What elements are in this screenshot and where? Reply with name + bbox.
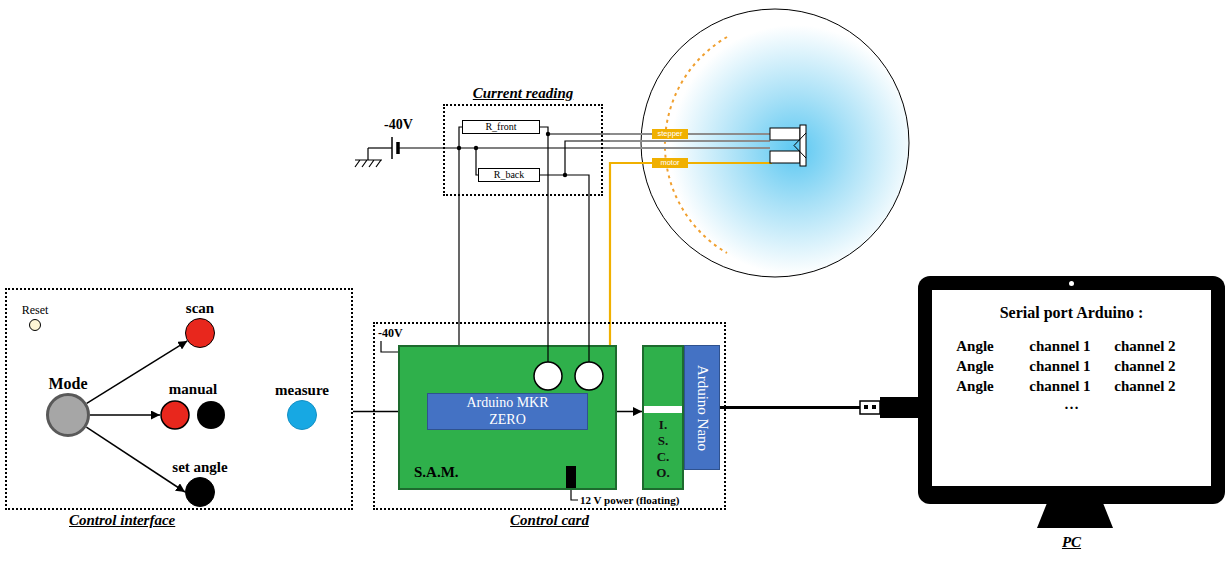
button-label: Reset <box>22 304 49 317</box>
motor-wire <box>688 162 772 164</box>
camera-dot <box>1069 281 1074 286</box>
board-label: S.A.M. <box>414 464 459 481</box>
tag-label: stepper <box>657 130 682 138</box>
connector-strip <box>644 406 682 413</box>
button-label: set angle <box>172 459 227 476</box>
table-cell: channel 1 <box>1018 358 1102 375</box>
table-cell: channel 1 <box>1018 338 1102 355</box>
table-cell: Angle <box>933 358 1017 375</box>
table-cell: channel 1 <box>1018 378 1102 395</box>
resistor-box: R_front <box>462 120 540 134</box>
current-reading-box: Current readingR_frontR_back <box>443 104 603 196</box>
board-label: I. S. C. O. <box>655 417 671 481</box>
battery-symbol <box>368 137 398 159</box>
tag-label: motor <box>660 159 679 167</box>
control-interface-box: Control interfaceResetModescanmanualmeas… <box>5 288 353 510</box>
group-heading: Control interface <box>69 512 175 529</box>
button-label: manual <box>169 381 217 398</box>
connector <box>540 127 548 345</box>
mcu-box: Arduino MKR ZERO <box>427 393 588 430</box>
resistor-label: R_front <box>485 122 516 132</box>
control-card-box: Control cardS.A.M.Arduino MKR ZEROI. S. … <box>373 322 726 510</box>
connector <box>540 175 589 345</box>
vacuum-chamber <box>641 9 909 277</box>
isco-board: I. S. C. O. <box>642 345 684 490</box>
button-pair <box>160 400 226 430</box>
group-heading: Current reading <box>473 85 573 102</box>
nano-box: Arduino Nano <box>684 345 720 470</box>
plug-metal <box>860 401 880 414</box>
plug-pin <box>872 405 876 409</box>
connector-lead <box>548 345 589 362</box>
resistor-box: R_back <box>478 168 540 182</box>
group-heading: Control card <box>510 512 589 529</box>
power-jack <box>566 466 576 488</box>
module-label: Arduino MKR ZERO <box>458 395 558 427</box>
table-cell: Angle <box>933 378 1017 395</box>
scan-arc <box>665 37 727 253</box>
scan-button: scan <box>185 318 215 348</box>
table-cell: channel 2 <box>1103 358 1187 375</box>
power-lead <box>571 490 578 500</box>
monitor-stand <box>1037 503 1113 528</box>
voltage-label: -40V <box>378 327 403 340</box>
black-button <box>197 401 225 429</box>
table-cell: channel 2 <box>1103 378 1187 395</box>
screen: Serial port Arduino :Anglechannel 1chann… <box>932 290 1211 486</box>
group-heading: PC <box>1062 534 1081 551</box>
voltage-label: -40V <box>384 117 413 132</box>
manual-buttons: manual <box>160 400 226 430</box>
probe-device <box>770 125 806 166</box>
pc-monitor: Serial port Arduino :Anglechannel 1chann… <box>918 276 1225 504</box>
set-angle-button: set angle <box>185 477 215 507</box>
screen-title: Serial port Arduino : <box>932 304 1211 322</box>
button-label: measure <box>275 382 329 399</box>
mode-selector: Mode <box>46 393 90 437</box>
plug-body <box>880 397 918 418</box>
connector <box>90 414 160 416</box>
plug-pin <box>864 405 868 409</box>
supply-lead <box>381 341 398 352</box>
red-button <box>161 401 189 429</box>
table-cell: … <box>932 396 1211 413</box>
motor-tag: motor <box>652 158 688 168</box>
stepper-tag: stepper <box>652 129 688 139</box>
table-cell: channel 2 <box>1103 338 1187 355</box>
sam-board: S.A.M. Arduino MKR ZERO <box>398 345 617 490</box>
button-label: Mode <box>48 375 87 393</box>
button-label: scan <box>186 300 214 317</box>
resistor-label: R_back <box>494 170 525 180</box>
module-label: Arduino Nano <box>695 364 710 450</box>
table-cell: Angle <box>933 338 1017 355</box>
wires <box>398 127 610 196</box>
connector <box>86 427 185 492</box>
chamber-wires <box>610 134 770 148</box>
measure-button: measure <box>287 400 317 430</box>
bnc-connector <box>534 362 562 390</box>
bnc-connector <box>575 362 603 390</box>
power-note: 12 V power (floating) <box>580 494 679 506</box>
reset-button: Reset <box>29 319 41 331</box>
ground-symbol <box>355 148 382 167</box>
